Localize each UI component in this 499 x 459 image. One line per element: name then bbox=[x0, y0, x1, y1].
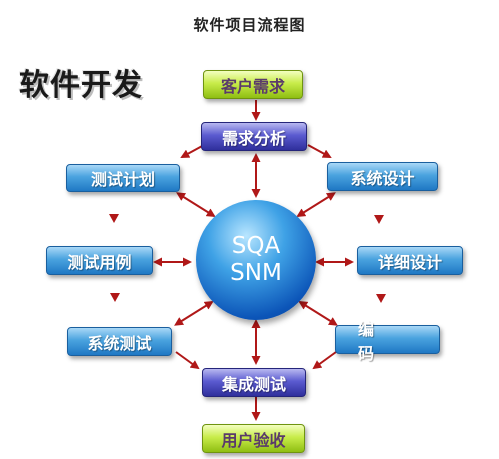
arrowhead-testplan-to-testcases bbox=[109, 214, 119, 223]
hub-line-1: SQA bbox=[231, 233, 281, 259]
arrow-analysis-to-testplan bbox=[180, 144, 205, 158]
node-test-plan: 测试计划 bbox=[66, 164, 180, 192]
arrowhead-detailed-to-coding bbox=[376, 294, 386, 303]
arrow-coding-to-integration bbox=[312, 351, 337, 370]
arrow-testplan-hub bbox=[176, 192, 216, 218]
node-integration-test: 集成测试 bbox=[202, 368, 306, 397]
arrow-systemdesign-hub bbox=[296, 192, 336, 218]
node-system-design: 系统设计 bbox=[327, 162, 438, 191]
node-detailed-design: 详细设计 bbox=[357, 246, 463, 275]
sqa-snm-hub: SQA SNM bbox=[196, 200, 316, 320]
arrow-systemtest-hub bbox=[174, 300, 214, 326]
diagram-title: 软件项目流程图 bbox=[193, 16, 306, 34]
arrowhead-testcases-to-systemtest bbox=[110, 293, 120, 302]
node-customer-requirement: 客户需求 bbox=[203, 70, 303, 99]
arrow-systemtest-to-integration bbox=[175, 351, 200, 370]
arrow-coding-hub bbox=[298, 300, 338, 326]
watermark-text: 软件开发 bbox=[19, 68, 143, 103]
node-coding: 编 码 bbox=[335, 320, 440, 363]
node-user-acceptance: 用户验收 bbox=[202, 424, 305, 453]
arrowhead-systemdesign-to-detailed bbox=[374, 215, 384, 224]
hub-line-2: SNM bbox=[230, 260, 282, 286]
arrow-analysis-to-systemdesign bbox=[307, 144, 332, 158]
node-test-cases: 测试用例 bbox=[46, 246, 153, 275]
node-requirement-analysis: 需求分析 bbox=[201, 122, 307, 151]
node-system-test: 系统测试 bbox=[67, 327, 172, 356]
